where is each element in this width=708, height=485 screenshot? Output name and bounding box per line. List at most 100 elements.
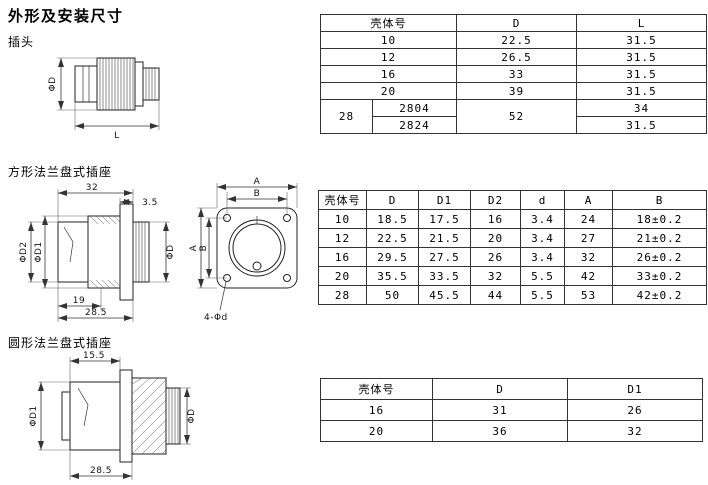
- cell-d: 33: [456, 65, 577, 83]
- table-row: 12 22.5 21.5 20 3.4 27 21±0.2: [318, 228, 707, 248]
- cell-l: 34: [576, 99, 707, 117]
- cell: 45.5: [418, 285, 471, 305]
- cell: 24: [564, 209, 613, 229]
- table-row: 12 26.5 31.5: [320, 48, 707, 66]
- cell: 5.5: [520, 266, 565, 286]
- table-row: 10 18.5 17.5 16 3.4 24 18±0.2: [318, 209, 707, 229]
- col-header-d: D: [432, 378, 568, 400]
- cell-l: 31.5: [576, 31, 707, 49]
- page-title: 外形及安装尺寸: [8, 8, 124, 25]
- square-socket-front-drawing: A B A B 4-Φd: [189, 177, 298, 323]
- dim-label-B: B: [254, 189, 261, 199]
- cell-variant: 2804: [372, 99, 457, 117]
- cell-d: 39: [456, 82, 577, 100]
- square-socket-side-drawing: 32 3.5 ΦD2 ΦD1 ΦD 19: [19, 183, 176, 322]
- cell: 18.5: [366, 209, 419, 229]
- plug-body: [74, 57, 160, 111]
- cell: 21.5: [418, 228, 471, 248]
- flange-plate: [216, 207, 298, 289]
- square-socket-dimensions-table: 壳体号 D D1 D2 d A B 10 18.5 17.5 16 3.4 24…: [318, 190, 707, 305]
- cell-l: 31.5: [576, 116, 707, 134]
- holes-callout: 4-Φd: [204, 281, 228, 323]
- plug-drawing: ΦD L: [48, 57, 160, 141]
- col-header-b: B: [612, 190, 707, 210]
- table-header-row: 壳体号 D D1 D2 d A B: [318, 190, 707, 210]
- dim-label-19: 19: [73, 296, 85, 306]
- cell: 50: [366, 285, 419, 305]
- cell: 20: [470, 228, 521, 248]
- dim-28-5: 28.5: [58, 300, 134, 322]
- section-label-plug: 插头: [8, 35, 35, 49]
- table-row: 20 39 31.5: [320, 82, 707, 100]
- cell: 18±0.2: [612, 209, 707, 229]
- dim-label-32: 32: [86, 183, 98, 193]
- cell: 29.5: [366, 247, 419, 267]
- table-row: 16 29.5 27.5 26 3.4 32 26±0.2: [318, 247, 707, 267]
- dim-phiD1: ΦD1: [34, 215, 88, 289]
- cell-variant: 2824: [372, 116, 457, 134]
- cell: 10: [318, 209, 367, 229]
- cell: 3.4: [520, 228, 565, 248]
- dim-label-28-5: 28.5: [90, 466, 112, 476]
- cell: 28: [318, 285, 367, 305]
- cell: 42: [564, 266, 613, 286]
- cell: 32: [567, 420, 703, 442]
- cell: 32: [564, 247, 613, 267]
- square-socket-body: [57, 203, 150, 301]
- cell: 35.5: [366, 266, 419, 286]
- dim-phiD: ΦD: [149, 221, 176, 283]
- cell-shell: 16: [320, 65, 457, 83]
- cell: 16: [470, 209, 521, 229]
- table-row: 2824 31.5: [321, 116, 707, 134]
- cell: 16: [320, 399, 433, 421]
- section-label-round-flange: 圆形法兰盘式插座: [8, 336, 113, 350]
- plug-dim-L: L: [74, 100, 160, 141]
- holes-label: 4-Φd: [204, 313, 228, 323]
- col-header-a: A: [564, 190, 613, 210]
- cell: 33±0.2: [612, 266, 707, 286]
- mount-hole: [283, 274, 291, 282]
- col-header-d: D: [366, 190, 419, 210]
- dim-label-A: A: [254, 177, 261, 187]
- cell: 42±0.2: [612, 285, 707, 305]
- cell: 21±0.2: [612, 228, 707, 248]
- dim-B-left: B: [199, 217, 227, 279]
- col-header-d1: D1: [567, 378, 703, 400]
- table-row: 20 35.5 33.5 32 5.5 42 33±0.2: [318, 266, 707, 286]
- cell: 44: [470, 285, 521, 305]
- dim-label-phiD1: ΦD1: [34, 241, 44, 262]
- cell-l: 31.5: [576, 82, 707, 100]
- dim-label-phiD2: ΦD2: [19, 241, 29, 262]
- cell: 3.4: [520, 247, 565, 267]
- dim-A-top: A: [216, 177, 298, 208]
- cell-shell: 10: [320, 31, 457, 49]
- cell: 16: [318, 247, 367, 267]
- dim-phiD: ΦD: [180, 387, 197, 445]
- cell: 17.5: [418, 209, 471, 229]
- cell: 33.5: [418, 266, 471, 286]
- cell: 20: [320, 420, 433, 442]
- col-header-d: D: [456, 14, 577, 32]
- keyway-hole: [252, 261, 262, 271]
- dim-label-3-5: 3.5: [142, 198, 158, 208]
- cell: 31: [432, 399, 568, 421]
- dim-label-15-5: 15.5: [83, 351, 105, 361]
- cell-l: 31.5: [576, 65, 707, 83]
- dim-label-28-5: 28.5: [85, 308, 107, 318]
- cell: 53: [564, 285, 613, 305]
- mount-hole: [283, 214, 291, 222]
- dim-32: 32: [57, 183, 134, 222]
- dim-15-5: 15.5: [69, 351, 121, 382]
- round-socket-drawing: 15.5 ΦD1 ΦD 28.5: [29, 351, 197, 480]
- table-header-row: 壳体号 D L: [320, 14, 707, 32]
- round-socket-body: [61, 369, 181, 463]
- cell-d: 26.5: [456, 48, 577, 66]
- dim-3-5: 3.5: [119, 198, 158, 208]
- cell: 20: [318, 266, 367, 286]
- dim-28-5: 28.5: [69, 450, 133, 480]
- col-header-shell: 壳体号: [320, 14, 457, 32]
- cell: 27: [564, 228, 613, 248]
- cell: 26: [567, 399, 703, 421]
- dim-label-phiD: ΦD: [187, 408, 197, 423]
- col-header-d1: D1: [418, 190, 471, 210]
